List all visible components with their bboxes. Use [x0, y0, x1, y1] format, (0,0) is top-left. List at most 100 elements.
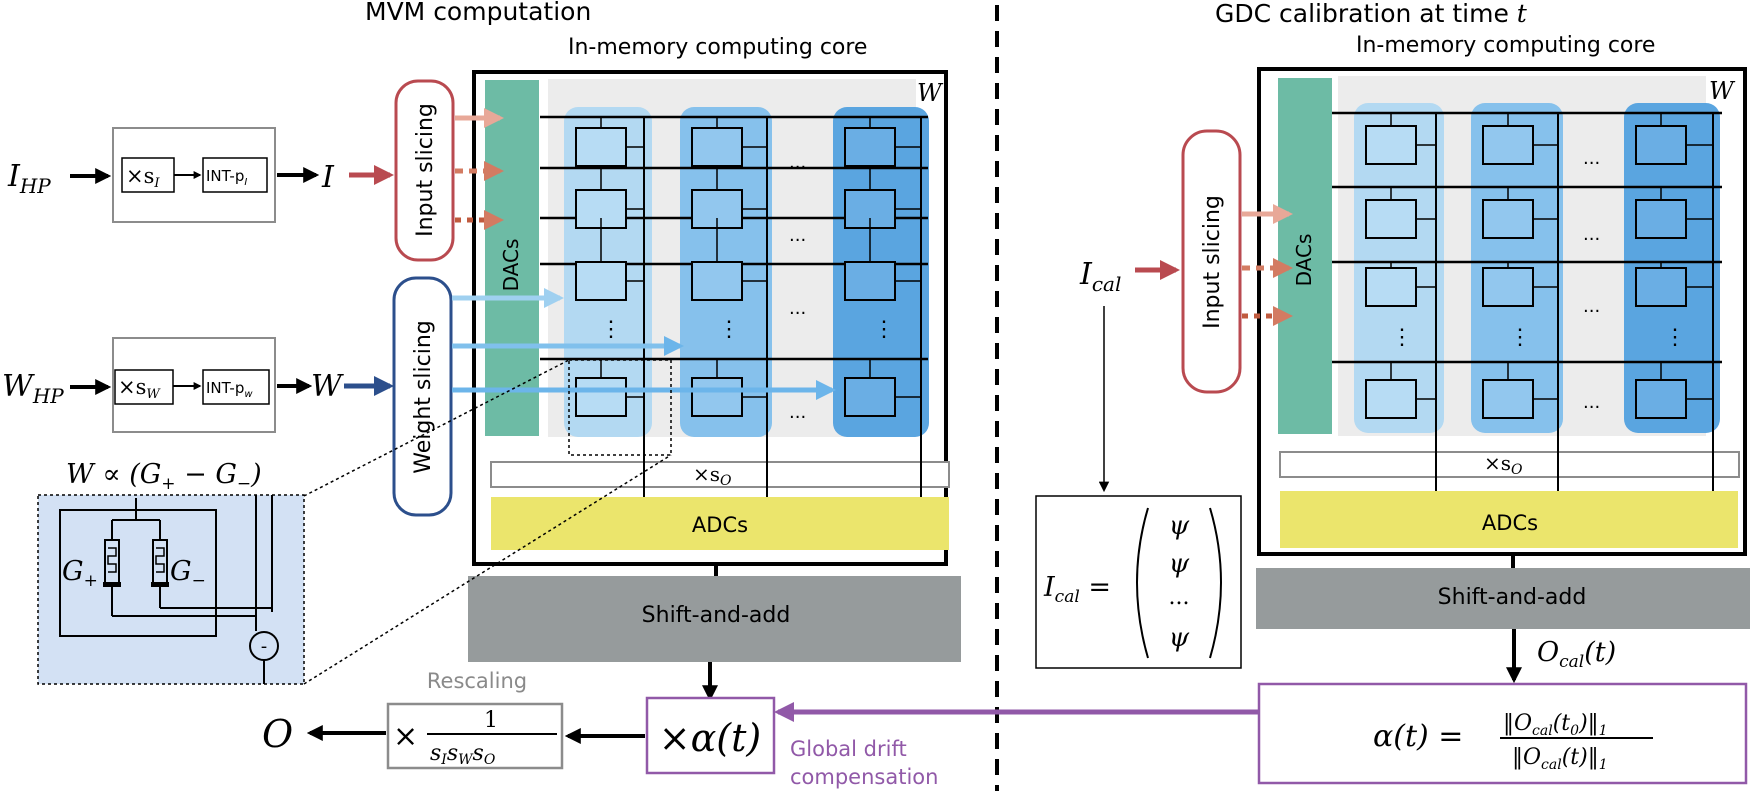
- right-cell: [1482, 379, 1534, 419]
- right-core-weight-symbol: W: [1709, 77, 1736, 105]
- ical-dots: ...: [1169, 585, 1190, 610]
- inset-formula: W ∝ (G+ − G−): [66, 459, 262, 494]
- gdc-label-line1: Global drift: [790, 737, 907, 761]
- inset-gminus-device: [155, 547, 165, 573]
- right-shift-add-label: Shift-and-add: [1438, 585, 1587, 610]
- right-cell: [1635, 125, 1687, 165]
- left-shift-add-block: [468, 576, 961, 662]
- right-core-label: In-memory computing core: [1356, 33, 1655, 58]
- alpha-formula-lhs: α(t) =: [1373, 719, 1463, 754]
- right-cell-vdots: ⋮: [1664, 325, 1686, 350]
- left-column-drops: [643, 430, 922, 497]
- right-cell: [1365, 125, 1417, 165]
- right-column-drops: [1435, 430, 1714, 491]
- alpha-formula-numerator: ‖Ocal(t0)‖1: [1503, 711, 1608, 739]
- right-input-cal-label: Ical: [1079, 257, 1121, 296]
- rescale-denominator: sIsWsO: [430, 741, 496, 768]
- right-dacs-label: DACs: [1292, 234, 1316, 287]
- inset-zoom-line-1: [303, 359, 570, 497]
- right-crossbar-columns: ⋮⋮⋮............: [1332, 103, 1722, 433]
- left-core-frame: [472, 70, 948, 566]
- inset-gminus-label: G−: [170, 556, 206, 591]
- right-dacs-block: [1278, 78, 1332, 434]
- left-cell: [844, 127, 896, 167]
- inset-gplus-plate: [103, 582, 121, 587]
- right-cell: [1635, 267, 1687, 307]
- left-crossbar-columns: ⋮⋮⋮............: [540, 107, 929, 437]
- right-core-frame: [1257, 67, 1747, 556]
- weight-hp-label: WHP: [2, 369, 64, 408]
- left-cell: [691, 127, 743, 167]
- left-cell-vdots: ⋮: [873, 317, 895, 342]
- right-column-ellipsis: ...: [1583, 392, 1600, 413]
- right-cell-vdots: ⋮: [1509, 325, 1531, 350]
- inset-minus-sign: -: [261, 636, 268, 657]
- input-quant-label: I: [321, 160, 335, 195]
- weight-int-box: [202, 369, 270, 405]
- ical-right-paren: [1209, 507, 1222, 659]
- left-column-ellipsis: ...: [789, 402, 806, 423]
- weight-int-text: INT-pw: [206, 379, 253, 400]
- inset-zoom-line-2: [303, 454, 672, 685]
- right-title: GDC calibration at time t: [1215, 0, 1528, 28]
- ical-psi-1: ψ: [1169, 511, 1190, 541]
- inset-circuit: [59, 495, 279, 684]
- rescale-box: [386, 702, 564, 770]
- right-column-ellipsis: ...: [1583, 148, 1600, 169]
- input-int-box: [202, 157, 268, 193]
- ical-psi-3: ψ: [1169, 623, 1190, 653]
- left-input-slicing-block: [394, 79, 455, 262]
- output-label: O: [262, 712, 293, 756]
- right-cell: [1365, 267, 1417, 307]
- left-cell-vdots: ⋮: [718, 317, 740, 342]
- alpha-multiply-text: ×α(t): [659, 716, 761, 760]
- left-adcs-label: ADCs: [692, 513, 748, 537]
- left-cell: [691, 377, 743, 417]
- right-shift-add-block: [1256, 568, 1750, 629]
- left-column-ellipsis: ...: [789, 225, 806, 246]
- rescale-times: ×: [393, 719, 418, 754]
- right-cell: [1482, 199, 1534, 239]
- right-cell: [1635, 379, 1687, 419]
- weight-scale-text: ×sW: [118, 375, 161, 402]
- gdc-label-line2: compensation: [790, 765, 938, 789]
- right-cell: [1365, 379, 1417, 419]
- right-adcs-label: ADCs: [1482, 511, 1538, 535]
- input-hp-label: IHP: [7, 159, 51, 198]
- left-shift-add-label: Shift-and-add: [642, 603, 791, 628]
- ical-psi-2: ψ: [1169, 549, 1190, 579]
- left-weight-slicing-block: [392, 276, 453, 517]
- weight-quant-label: W: [311, 369, 344, 404]
- left-cell: [844, 377, 896, 417]
- inset-gplus-label: G+: [62, 556, 98, 591]
- left-output-scale-text: ×sO: [693, 462, 732, 489]
- rescaling-label: Rescaling: [427, 669, 527, 693]
- left-dacs-label: DACs: [499, 239, 523, 292]
- left-output-scale-bar: [490, 461, 950, 488]
- input-int-text: INT-pI: [206, 167, 247, 188]
- alpha-multiply-box: [645, 696, 776, 775]
- left-core-label: In-memory computing core: [568, 35, 867, 60]
- right-column-ellipsis: ...: [1583, 224, 1600, 245]
- left-highlight-cell: [568, 359, 672, 456]
- left-weight-slicing-label: Weight slicing: [411, 320, 436, 473]
- right-ocal-label: Ocal(t): [1537, 637, 1616, 672]
- ical-vector-lhs: Ical =: [1043, 572, 1111, 607]
- left-dacs-block: [485, 80, 539, 436]
- right-cell: [1482, 267, 1534, 307]
- left-column-ellipsis: ...: [789, 152, 806, 173]
- left-cell: [575, 127, 627, 167]
- right-cell: [1482, 125, 1534, 165]
- alpha-formula-denominator: ‖Ocal(t)‖1: [1512, 745, 1608, 773]
- alpha-formula-box: [1257, 682, 1748, 785]
- right-input-slicing-label: Input slicing: [1200, 195, 1225, 329]
- inset-gminus-plate: [151, 582, 169, 587]
- right-cell: [1365, 199, 1417, 239]
- left-core-weight-symbol: W: [917, 79, 944, 107]
- ical-vector-box: [1035, 495, 1242, 669]
- right-adcs-block: [1280, 491, 1738, 548]
- left-cell: [575, 261, 627, 301]
- ical-left-paren: [1136, 507, 1149, 659]
- input-scale-box: [121, 157, 175, 193]
